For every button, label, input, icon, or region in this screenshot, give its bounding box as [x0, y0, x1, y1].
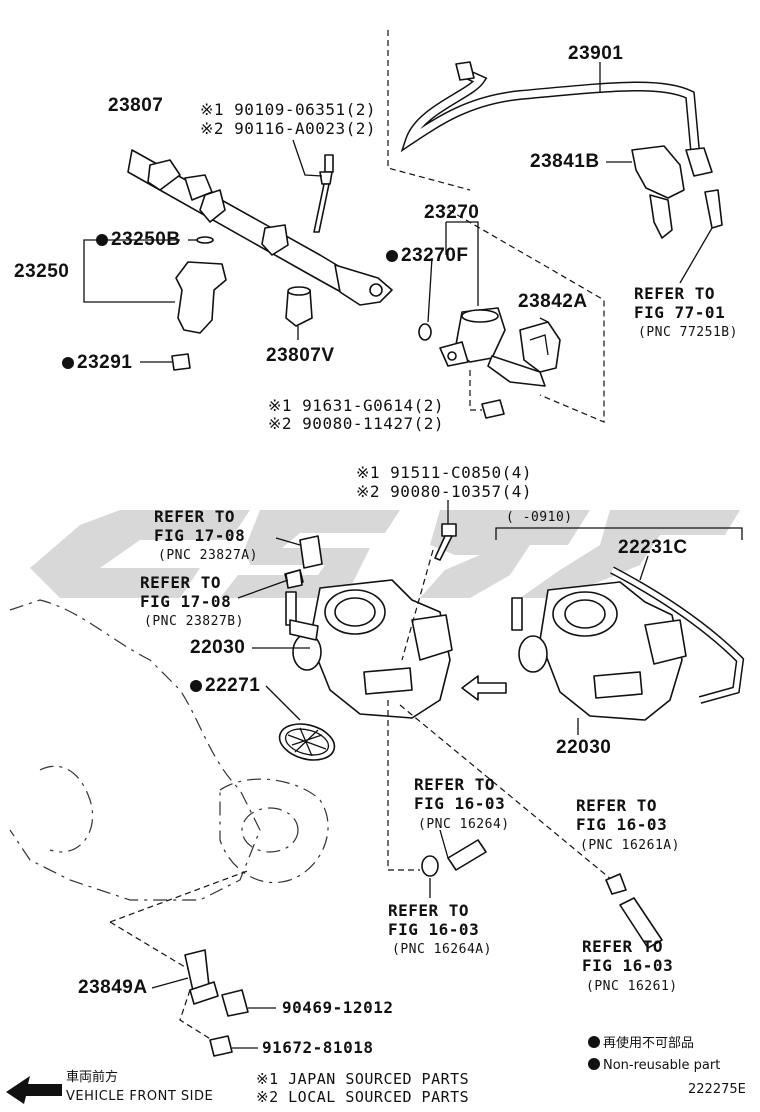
mid-bolt-japan: ※1 91631-G0614(2)	[268, 396, 445, 415]
tb-bolt-japan: ※1 91511-C0850(4)	[356, 463, 533, 482]
ref-1708b-line1[interactable]: REFER TO	[140, 573, 222, 592]
legend-local-sourced: ※2 LOCAL SOURCED PARTS	[256, 1088, 470, 1106]
vehicle-front-arrow-icon	[6, 1076, 62, 1104]
ref-fig77-line1[interactable]: REFER TO	[634, 284, 716, 303]
connector-icon	[631, 145, 723, 239]
legend-japan-sourced: ※1 JAPAN SOURCED PARTS	[256, 1070, 470, 1088]
ref-1603c-line2[interactable]: FIG 16-03	[388, 920, 480, 939]
applicability-range: ( -0910)	[506, 510, 573, 525]
ref-fig77-pnc: (PNC 77251B)	[638, 325, 738, 340]
throttle-bolt-icon	[434, 523, 457, 561]
sensor-bracket-icon	[184, 949, 249, 1057]
ref-1708b-pnc: (PNC 23827B)	[144, 614, 244, 629]
bolt-ref-japan: ※1 90109-06351(2)	[200, 100, 377, 119]
fuel-delivery-pipe-icon	[127, 149, 393, 306]
part-91672[interactable]: 91672-81018	[262, 1038, 374, 1057]
gasket-icon	[278, 723, 336, 761]
fuel-injector-icon	[171, 236, 227, 371]
part-22271[interactable]: 22271	[190, 676, 260, 695]
non-reusable-dot-icon	[386, 250, 398, 262]
fuel-hose-icon	[400, 61, 713, 177]
ref-1603a-pnc: (PNC 16264)	[418, 817, 510, 832]
non-reusable-dot-icon	[96, 234, 108, 246]
ref-1708b-line2[interactable]: FIG 17-08	[140, 592, 232, 611]
part-23849a[interactable]: 23849A	[78, 977, 148, 998]
bolt-ref-local: ※2 90116-A0023(2)	[200, 119, 377, 138]
part-23291[interactable]: 23291	[62, 353, 132, 372]
ref-1603d-pnc: (PNC 16261)	[586, 979, 678, 994]
mid-bolt-local: ※2 90080-11427(2)	[268, 414, 445, 433]
non-reusable-dot-icon	[190, 680, 202, 692]
front-label-jp: 車両前方	[66, 1070, 119, 1085]
part-22030-right[interactable]: 22030	[556, 737, 612, 758]
part-23250[interactable]: 23250	[14, 261, 70, 282]
part-23270f[interactable]: 23270F	[386, 246, 468, 265]
small-bolt-icon	[469, 370, 505, 419]
engine-outline	[9, 599, 329, 901]
bolt-icon	[292, 139, 334, 233]
part-23901[interactable]: 23901	[568, 43, 624, 64]
legend-not-reusable-jp: 再使用不可部品	[588, 1036, 694, 1050]
part-23250b[interactable]: 23250B	[96, 230, 181, 249]
legend-dot-icon	[588, 1058, 600, 1070]
lower-hose-icons	[421, 839, 663, 949]
throttle-body-right-icon	[511, 581, 687, 721]
tb-bolt-local: ※2 90080-10357(4)	[356, 482, 533, 501]
ref-1603b-pnc: (PNC 16261A)	[580, 838, 680, 853]
part-23807[interactable]: 23807	[108, 95, 164, 116]
part-22231c[interactable]: 22231C	[618, 537, 688, 558]
part-23841b[interactable]: 23841B	[530, 151, 600, 172]
ref-1603d-line1[interactable]: REFER TO	[582, 937, 664, 956]
front-label-en: VEHICLE FRONT SIDE	[66, 1089, 214, 1104]
part-90469[interactable]: 90469-12012	[282, 998, 394, 1017]
bracket-icon	[519, 321, 561, 373]
hose-stub-icon	[285, 535, 323, 589]
part-23270[interactable]: 23270	[424, 202, 480, 223]
ref-1603b-line2[interactable]: FIG 16-03	[576, 815, 668, 834]
ref-1708a-line1[interactable]: REFER TO	[154, 507, 236, 526]
ref-fig77-line2[interactable]: FIG 77-01	[634, 303, 726, 322]
part-23842a[interactable]: 23842A	[518, 291, 588, 312]
grommet-icon	[285, 286, 313, 327]
legend-not-reusable-en: Non-reusable part	[588, 1058, 720, 1072]
pressure-regulator-icon	[418, 307, 546, 387]
figure-id: 222275E	[688, 1082, 746, 1097]
direction-arrow-icon	[461, 675, 507, 701]
ref-1603b-line1[interactable]: REFER TO	[576, 796, 658, 815]
ref-1603c-line1[interactable]: REFER TO	[388, 901, 470, 920]
ref-1708a-pnc: (PNC 23827A)	[158, 548, 258, 563]
non-reusable-dot-icon	[62, 357, 74, 369]
ref-1603a-line2[interactable]: FIG 16-03	[414, 794, 506, 813]
ref-1603a-line1[interactable]: REFER TO	[414, 775, 496, 794]
ref-1708a-line2[interactable]: FIG 17-08	[154, 526, 246, 545]
part-23807v[interactable]: 23807V	[266, 345, 335, 366]
ref-1603c-pnc: (PNC 16264A)	[392, 942, 492, 957]
legend-dot-icon	[588, 1036, 600, 1048]
ref-1603d-line2[interactable]: FIG 16-03	[582, 956, 674, 975]
part-22030-left[interactable]: 22030	[190, 637, 246, 658]
